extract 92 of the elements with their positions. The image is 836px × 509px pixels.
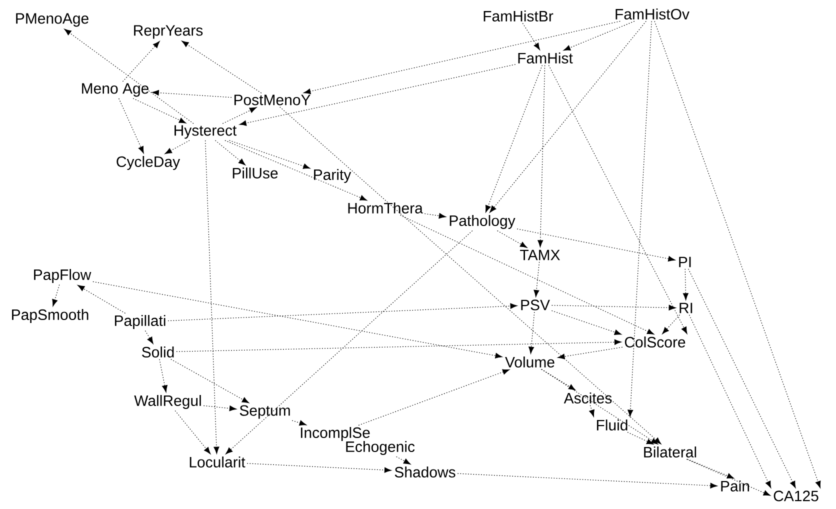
arrow [589, 404, 594, 417]
arrow [688, 314, 772, 488]
arrow [52, 284, 60, 306]
arrow [682, 268, 688, 300]
arrow [538, 64, 546, 248]
arrow [64, 28, 194, 124]
arrow [540, 368, 658, 444]
node-label: Solid [142, 346, 174, 358]
arrow [152, 90, 232, 98]
node-label: Pathology [450, 215, 516, 229]
node-label: FamHistBr [484, 10, 554, 22]
arrow [246, 463, 392, 473]
arrow [522, 22, 540, 50]
arrow [132, 98, 186, 124]
node-label: Septum [240, 405, 290, 419]
arrow [534, 262, 540, 298]
arrow [496, 230, 528, 248]
arrow [203, 405, 237, 412]
arrow [485, 64, 543, 212]
node-label: PillUse [232, 168, 278, 178]
arrow [541, 368, 576, 390]
node-label: PI [679, 256, 691, 268]
node-label: TAMX [520, 250, 560, 260]
node-label: WallRegul [134, 395, 201, 409]
arrow [164, 140, 190, 154]
arrow [548, 64, 688, 334]
arrow [214, 140, 246, 166]
arrow [304, 20, 620, 94]
arrow [686, 458, 771, 496]
node-label: Bilateral [644, 446, 696, 458]
node-label: Echogenic [346, 441, 415, 455]
arrow [627, 432, 654, 445]
arrow [490, 20, 646, 213]
node-label: PSV [521, 300, 550, 310]
arrow [78, 285, 126, 314]
arrow [176, 339, 622, 352]
node-label: Locularit [190, 456, 246, 468]
node-label: Parity [314, 169, 352, 183]
node-label: FamHistOv [616, 8, 690, 20]
arrow [229, 140, 310, 169]
arrow [687, 458, 734, 479]
node-label: CycleDay [116, 156, 180, 170]
node-label: Pain [721, 480, 750, 492]
arrow [222, 107, 257, 124]
node-label: PapSmooth [12, 309, 88, 323]
node-label: Volume [505, 356, 554, 368]
arrow [292, 420, 306, 426]
arrow [92, 281, 502, 358]
node-label: Hysterect [174, 125, 237, 139]
arrow [457, 473, 718, 488]
arrow [662, 314, 680, 334]
arrow [396, 456, 411, 464]
arrow [558, 346, 623, 360]
arrow [239, 64, 516, 126]
arrow [205, 140, 220, 454]
arrow [159, 358, 168, 392]
arrow [280, 106, 662, 444]
node-label: PostMenoY [234, 94, 310, 106]
arrow [168, 303, 518, 322]
arrow [226, 230, 473, 454]
node-label: RI [680, 302, 692, 314]
arrow [224, 140, 368, 201]
arrow [551, 310, 622, 335]
arrow [424, 213, 446, 219]
arrow [182, 40, 262, 94]
node-label: ReprYears [134, 25, 203, 39]
arrow [358, 369, 510, 426]
arrow [528, 312, 535, 354]
node-label: PapFlow [34, 269, 92, 283]
arrow [563, 20, 635, 51]
node-label: Shadows [394, 466, 456, 478]
node-label: Meno Age [82, 83, 148, 97]
arrow [122, 41, 160, 82]
node-label: PMenoAge [16, 13, 88, 27]
node-label: FamHist [518, 52, 573, 64]
arrow [174, 410, 211, 454]
arrow [516, 228, 676, 262]
arrow [688, 268, 796, 488]
arrow [170, 358, 250, 404]
node-label: IncomplSe [300, 427, 370, 441]
node-label: CA125 [774, 490, 818, 502]
arrow [118, 98, 144, 154]
node-label: Ascites [564, 392, 612, 404]
arrow [144, 330, 154, 344]
node-label: HormThera [348, 202, 423, 214]
arrow [551, 304, 676, 310]
node-label: Papillati [114, 315, 166, 329]
arrow [400, 214, 654, 335]
arrow [628, 20, 652, 417]
node-label: Fluid [596, 419, 628, 430]
arrow [654, 20, 821, 488]
node-label: ColScore [624, 336, 686, 348]
